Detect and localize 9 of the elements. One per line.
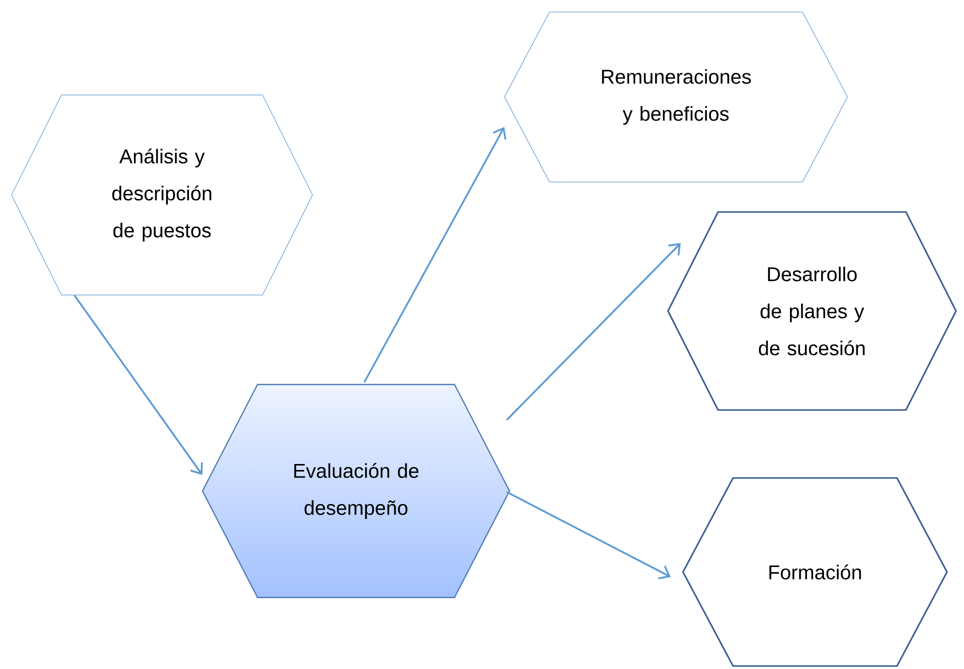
arrow xyxy=(364,127,506,383)
hexagon-box: Desarrollo de planes y de sucesión xyxy=(667,211,957,411)
hexagon-box: Análisis y descripción de puestos xyxy=(11,94,313,296)
arrow xyxy=(74,294,203,475)
arrow xyxy=(506,491,671,580)
hexagon-box: Formación xyxy=(682,477,948,667)
hexagon-box: Evaluación de desempeño xyxy=(202,384,510,598)
hexagon-box: Remuneraciones y beneficios xyxy=(504,12,848,182)
arrow xyxy=(506,243,681,421)
